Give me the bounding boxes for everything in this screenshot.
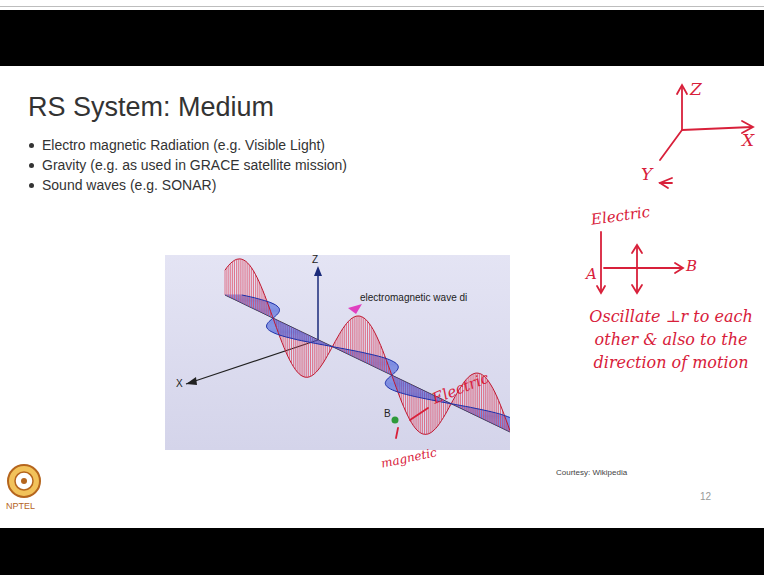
bullet-text: Electro magnetic Radiation (e.g. Visible… <box>42 137 325 153</box>
hand-note: Oscillate ⊥r to each other & also to the… <box>586 305 756 375</box>
axis-label: X <box>176 378 183 390</box>
axis-label: Z <box>312 254 318 266</box>
bullet-dot <box>29 183 34 188</box>
bullet-dot <box>29 143 34 148</box>
bullet-dot <box>29 163 34 168</box>
image-background <box>165 255 510 450</box>
slide-number: 12 <box>700 491 711 503</box>
top-black-bar <box>0 10 764 66</box>
hand-label: B <box>686 258 697 275</box>
hand-label: magnetic <box>380 446 438 471</box>
hand-label: Electric <box>590 204 651 229</box>
hand-axis-label: X <box>742 131 754 151</box>
image-caption: electromagnetic wave di <box>360 292 467 304</box>
hand-axis-label: Y <box>641 165 652 185</box>
bullet-text: Sound waves (e.g. SONAR) <box>42 177 216 193</box>
logo-text: NPTEL <box>6 501 35 511</box>
axis-label: B <box>384 408 391 420</box>
slide-title: RS System: Medium <box>28 92 274 123</box>
hand-label: A <box>586 266 597 283</box>
bottom-black-bar <box>0 528 764 575</box>
top-strip-line <box>0 6 764 7</box>
credit-text: Courtesy: Wikipedia <box>556 468 627 477</box>
hand-axis-label: Z <box>690 80 702 100</box>
bullet-text: Gravity (e.g. as used in GRACE satellite… <box>42 157 347 173</box>
